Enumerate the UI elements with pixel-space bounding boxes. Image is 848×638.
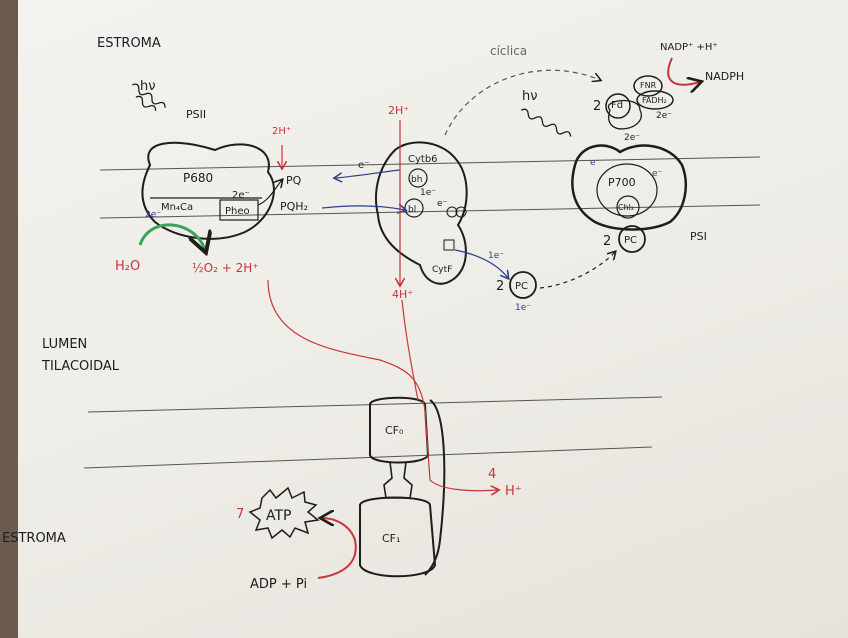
label-stroma-bottom: ESTROMA	[2, 531, 66, 546]
label-chl: Chl₂	[618, 203, 634, 212]
label-tilacoidal: TILACOIDAL	[41, 359, 120, 374]
label-pheo: Pheo	[225, 206, 250, 217]
proton-gradient-path	[268, 280, 498, 491]
label-e-pc1: 1e⁻	[488, 251, 504, 261]
hv-wave-psi	[520, 108, 572, 140]
label-h-plus: H⁺	[505, 484, 522, 499]
label-2-pc-psi: 2	[603, 234, 611, 249]
cf-stalk	[384, 462, 412, 498]
label-h2o: H₂O	[115, 259, 140, 274]
label-cf1: CF₁	[382, 532, 400, 545]
pc-to-psi-arrow	[540, 252, 615, 288]
label-lumen: LUMEN	[42, 337, 87, 352]
atp-synthesis-arrow	[318, 518, 356, 578]
label-pc-psi: PC	[624, 235, 637, 246]
label-four: 4	[488, 467, 496, 482]
pheo-to-pq-arrow	[258, 180, 282, 205]
label-nadph: NADPH	[705, 70, 744, 83]
cytb6-to-pq-arrow	[335, 170, 400, 178]
label-2e-top: 2e⁻	[624, 133, 640, 143]
label-atp: ATP	[266, 508, 291, 524]
membrane-line-top-2	[100, 205, 760, 218]
label-stroma-top: ESTROMA	[97, 36, 161, 51]
label-ze-left: 2e⁻	[145, 210, 161, 220]
label-mn-ca: Mn₄Ca	[161, 202, 193, 213]
proton-path-cytb6-down	[402, 300, 418, 400]
label-fnr: FNR	[640, 81, 657, 90]
label-e-cyt1: 1e⁻	[420, 188, 436, 198]
label-4h: 4H⁺	[392, 288, 413, 301]
label-bh: bh	[411, 175, 422, 185]
label-ze-mid: 2e⁻	[232, 190, 250, 201]
label-2h-top: 2H⁺	[388, 104, 409, 117]
label-pqh2: PQH₂	[280, 200, 308, 213]
cytf-heme-box	[444, 240, 454, 250]
label-p700: P700	[608, 176, 636, 189]
label-hv-psii: hν	[140, 79, 156, 94]
label-atp-num: 7	[236, 507, 244, 522]
peripheral-stalk	[425, 400, 444, 575]
label-cytb6: Cytb6	[408, 154, 438, 165]
label-ze-fd: 2e⁻	[656, 111, 672, 121]
label-e-cyt2: e⁻	[437, 199, 448, 209]
membrane-line-bottom-2	[84, 447, 652, 468]
label-bl: bl	[408, 205, 416, 215]
label-psi: PSI	[690, 230, 707, 243]
pqh2-to-cytb6-arrow	[322, 206, 405, 210]
label-cytf: CytF	[432, 265, 452, 275]
label-o2: ½O₂ + 2H⁺	[192, 261, 259, 275]
label-p680: P680	[183, 171, 213, 185]
label-pc-lumen: PC	[515, 281, 528, 292]
label-fd: Fd	[611, 100, 623, 111]
nadp-reduction-arrow	[668, 58, 700, 85]
label-cf0: CF₀	[385, 424, 404, 437]
label-fadh2: FADH₂	[642, 96, 667, 105]
membrane-line-bottom-1	[88, 397, 662, 412]
label-pq: PQ	[286, 174, 302, 187]
label-e-pc2: 1e⁻	[515, 303, 531, 313]
label-e-p700-l: e⁻	[590, 158, 601, 168]
label-adp: ADP + Pi	[250, 577, 307, 592]
label-hv-psi: hν	[522, 89, 538, 104]
label-e-p700-r: e⁻	[652, 169, 663, 179]
label-e-to-pq: e⁻	[358, 160, 369, 171]
label-psii: PSII	[186, 108, 206, 121]
label-2h-pq: 2H⁺	[272, 126, 291, 137]
label-nadp: NADP⁺ +H⁺	[660, 42, 718, 53]
label-2-fd: 2	[593, 99, 601, 114]
label-ciclica: cíclica	[490, 44, 527, 58]
label-2-pc: 2	[496, 279, 504, 294]
